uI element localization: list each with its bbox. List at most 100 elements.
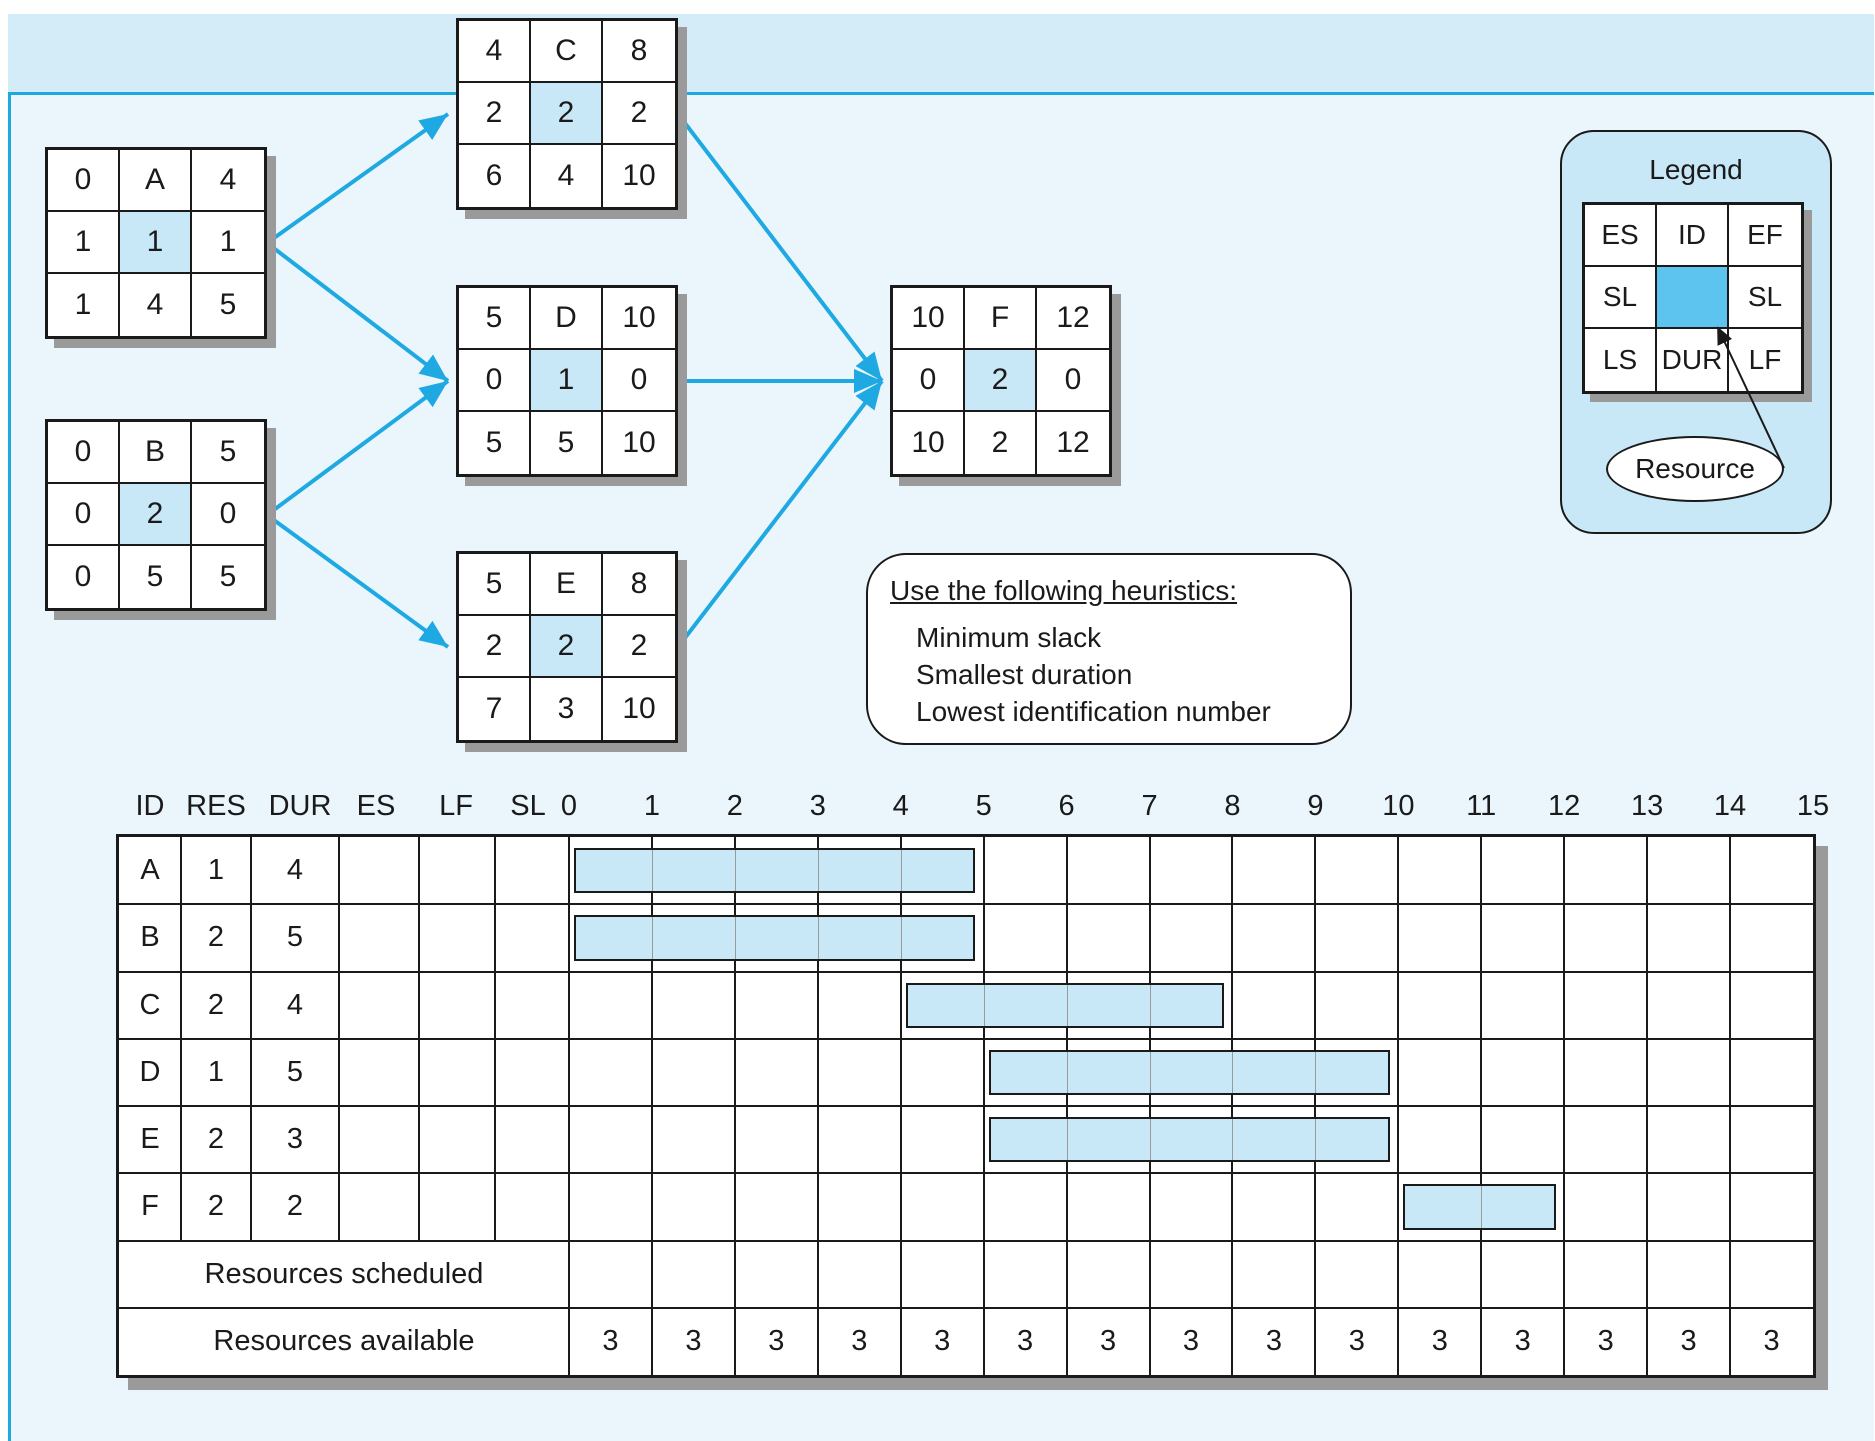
resources-scheduled-value: [1067, 1241, 1150, 1308]
node-cell-ef: 4: [192, 150, 264, 212]
node-cell-dur: 5: [120, 546, 192, 608]
node-cell-es: 4: [459, 21, 531, 83]
node-cell-resource: 1: [120, 212, 192, 274]
node-cell-resource: 1: [531, 350, 603, 412]
gantt-bar-c: [905, 982, 1225, 1028]
gantt-slot-divider: [1065, 837, 1068, 1375]
gantt-slot-divider: [899, 837, 902, 1375]
gantt-slot-divider: [816, 837, 819, 1375]
column-header-sl: SL: [510, 790, 546, 822]
table-cell-id: E: [140, 1123, 160, 1156]
resources-available-value: 3: [1017, 1324, 1034, 1357]
gantt-bar-slot-line: [1232, 1051, 1234, 1093]
gantt-slot-divider: [1397, 837, 1400, 1375]
time-header: 1: [643, 790, 660, 822]
node-cell-es: 10: [893, 288, 965, 350]
time-header: 14: [1713, 790, 1747, 822]
table-row-divider: [119, 1037, 1813, 1040]
gantt-bar-e: [988, 1117, 1391, 1163]
resources-available-value: 3: [1265, 1324, 1282, 1357]
column-header-es: ES: [356, 790, 396, 822]
heuristic-item: Minimum slack: [916, 622, 1102, 653]
node-cell-id: D: [531, 288, 603, 350]
resources-scheduled-value: [1398, 1241, 1481, 1308]
gantt-bar-b: [574, 915, 976, 961]
resources-scheduled-value: [901, 1241, 984, 1308]
legend-title: Legend: [1649, 154, 1743, 185]
gantt-bar-slot-line: [734, 917, 736, 959]
table-cell-dur: 4: [286, 854, 304, 887]
node-cell-sl-right: 2: [603, 616, 675, 678]
time-header: 10: [1382, 790, 1415, 822]
resources-available-value: 3: [1597, 1324, 1614, 1357]
gantt-bar-slot-line: [1315, 1051, 1317, 1093]
node-cell-lf: 12: [1056, 426, 1090, 459]
node-cell-ls: 0: [48, 546, 120, 608]
gantt-bar-slot-line: [1232, 1119, 1234, 1161]
resources-available-value: 3: [1680, 1324, 1697, 1357]
node-cell-lf: 10: [622, 692, 656, 725]
gantt-bar-d: [988, 1049, 1391, 1095]
resources-available-value: 3: [685, 1324, 702, 1357]
time-header: 8: [1224, 790, 1241, 822]
resources-scheduled-value: [735, 1241, 818, 1308]
table-cell-lf: [419, 904, 495, 971]
node-cell-es: 5: [459, 288, 531, 350]
table-cell-lf: [419, 837, 495, 904]
node-cell-sl-right: 0: [603, 350, 675, 412]
gantt-bar-slot-line: [1481, 1186, 1483, 1228]
node-cell-es: 5: [459, 554, 531, 616]
table-cell-es: [339, 972, 419, 1039]
time-header: 6: [1058, 790, 1075, 822]
table-cell-es: [339, 904, 419, 971]
legend-cell: LF: [1748, 344, 1782, 375]
column-header-id: ID: [135, 790, 165, 822]
gantt-bar-slot-line: [651, 917, 653, 959]
node-cell-ef: 5: [192, 422, 264, 484]
resources-scheduled-value: [652, 1241, 735, 1308]
node-cell-lf: 10: [622, 426, 656, 459]
resources-available-value: 3: [934, 1324, 951, 1357]
column-header-lf: LF: [439, 790, 473, 822]
node-cell-ef: 8: [603, 554, 675, 616]
node-cell-sl-left: 2: [459, 83, 531, 145]
node-cell-ef: 10: [603, 288, 675, 350]
table-cell-id: C: [139, 988, 161, 1021]
node-cell-id: C: [531, 21, 603, 83]
table-cell-sl: [495, 904, 569, 971]
node-cell-ls: 10: [893, 412, 965, 474]
gantt-bar-slot-line: [900, 850, 902, 892]
resources-scheduled-label: Resources scheduled: [204, 1257, 484, 1290]
table-row-divider: [119, 1105, 1813, 1107]
node-cell-lf: 5: [219, 560, 237, 593]
time-header: 9: [1307, 790, 1324, 822]
resources-available-value: 3: [1514, 1324, 1531, 1357]
node-cell-ls: 1: [48, 274, 120, 336]
heuristics-box: Use the following heuristics: Minimum sl…: [866, 553, 1352, 745]
resources-scheduled-value: [569, 1241, 652, 1308]
time-header: 0: [560, 790, 578, 822]
table-row-divider: [119, 1239, 1813, 1242]
table-column-divider: [418, 837, 420, 1241]
node-cell-resource: 2: [120, 484, 192, 546]
table-cell-dur: 4: [286, 988, 304, 1021]
time-header: 11: [1466, 790, 1497, 822]
node-cell-dur: 3: [531, 678, 603, 740]
time-header: 13: [1630, 790, 1664, 822]
table-cell-lf: [419, 1106, 495, 1173]
node-cell-sl-right: 0: [192, 484, 264, 546]
resources-scheduled-value: [1315, 1241, 1398, 1308]
node-cell-resource: 2: [531, 83, 603, 145]
legend-cell: LS: [1585, 329, 1657, 391]
time-header: 15: [1796, 790, 1830, 822]
legend-resource-cell: [1657, 267, 1729, 329]
gantt-slot-divider: [1646, 837, 1649, 1375]
legend-cell: DUR: [1657, 329, 1729, 391]
table-cell-id: B: [140, 921, 160, 954]
table-cell-res: 1: [207, 854, 225, 887]
table-row-divider: [119, 970, 1813, 973]
resources-scheduled-value: [984, 1241, 1067, 1308]
